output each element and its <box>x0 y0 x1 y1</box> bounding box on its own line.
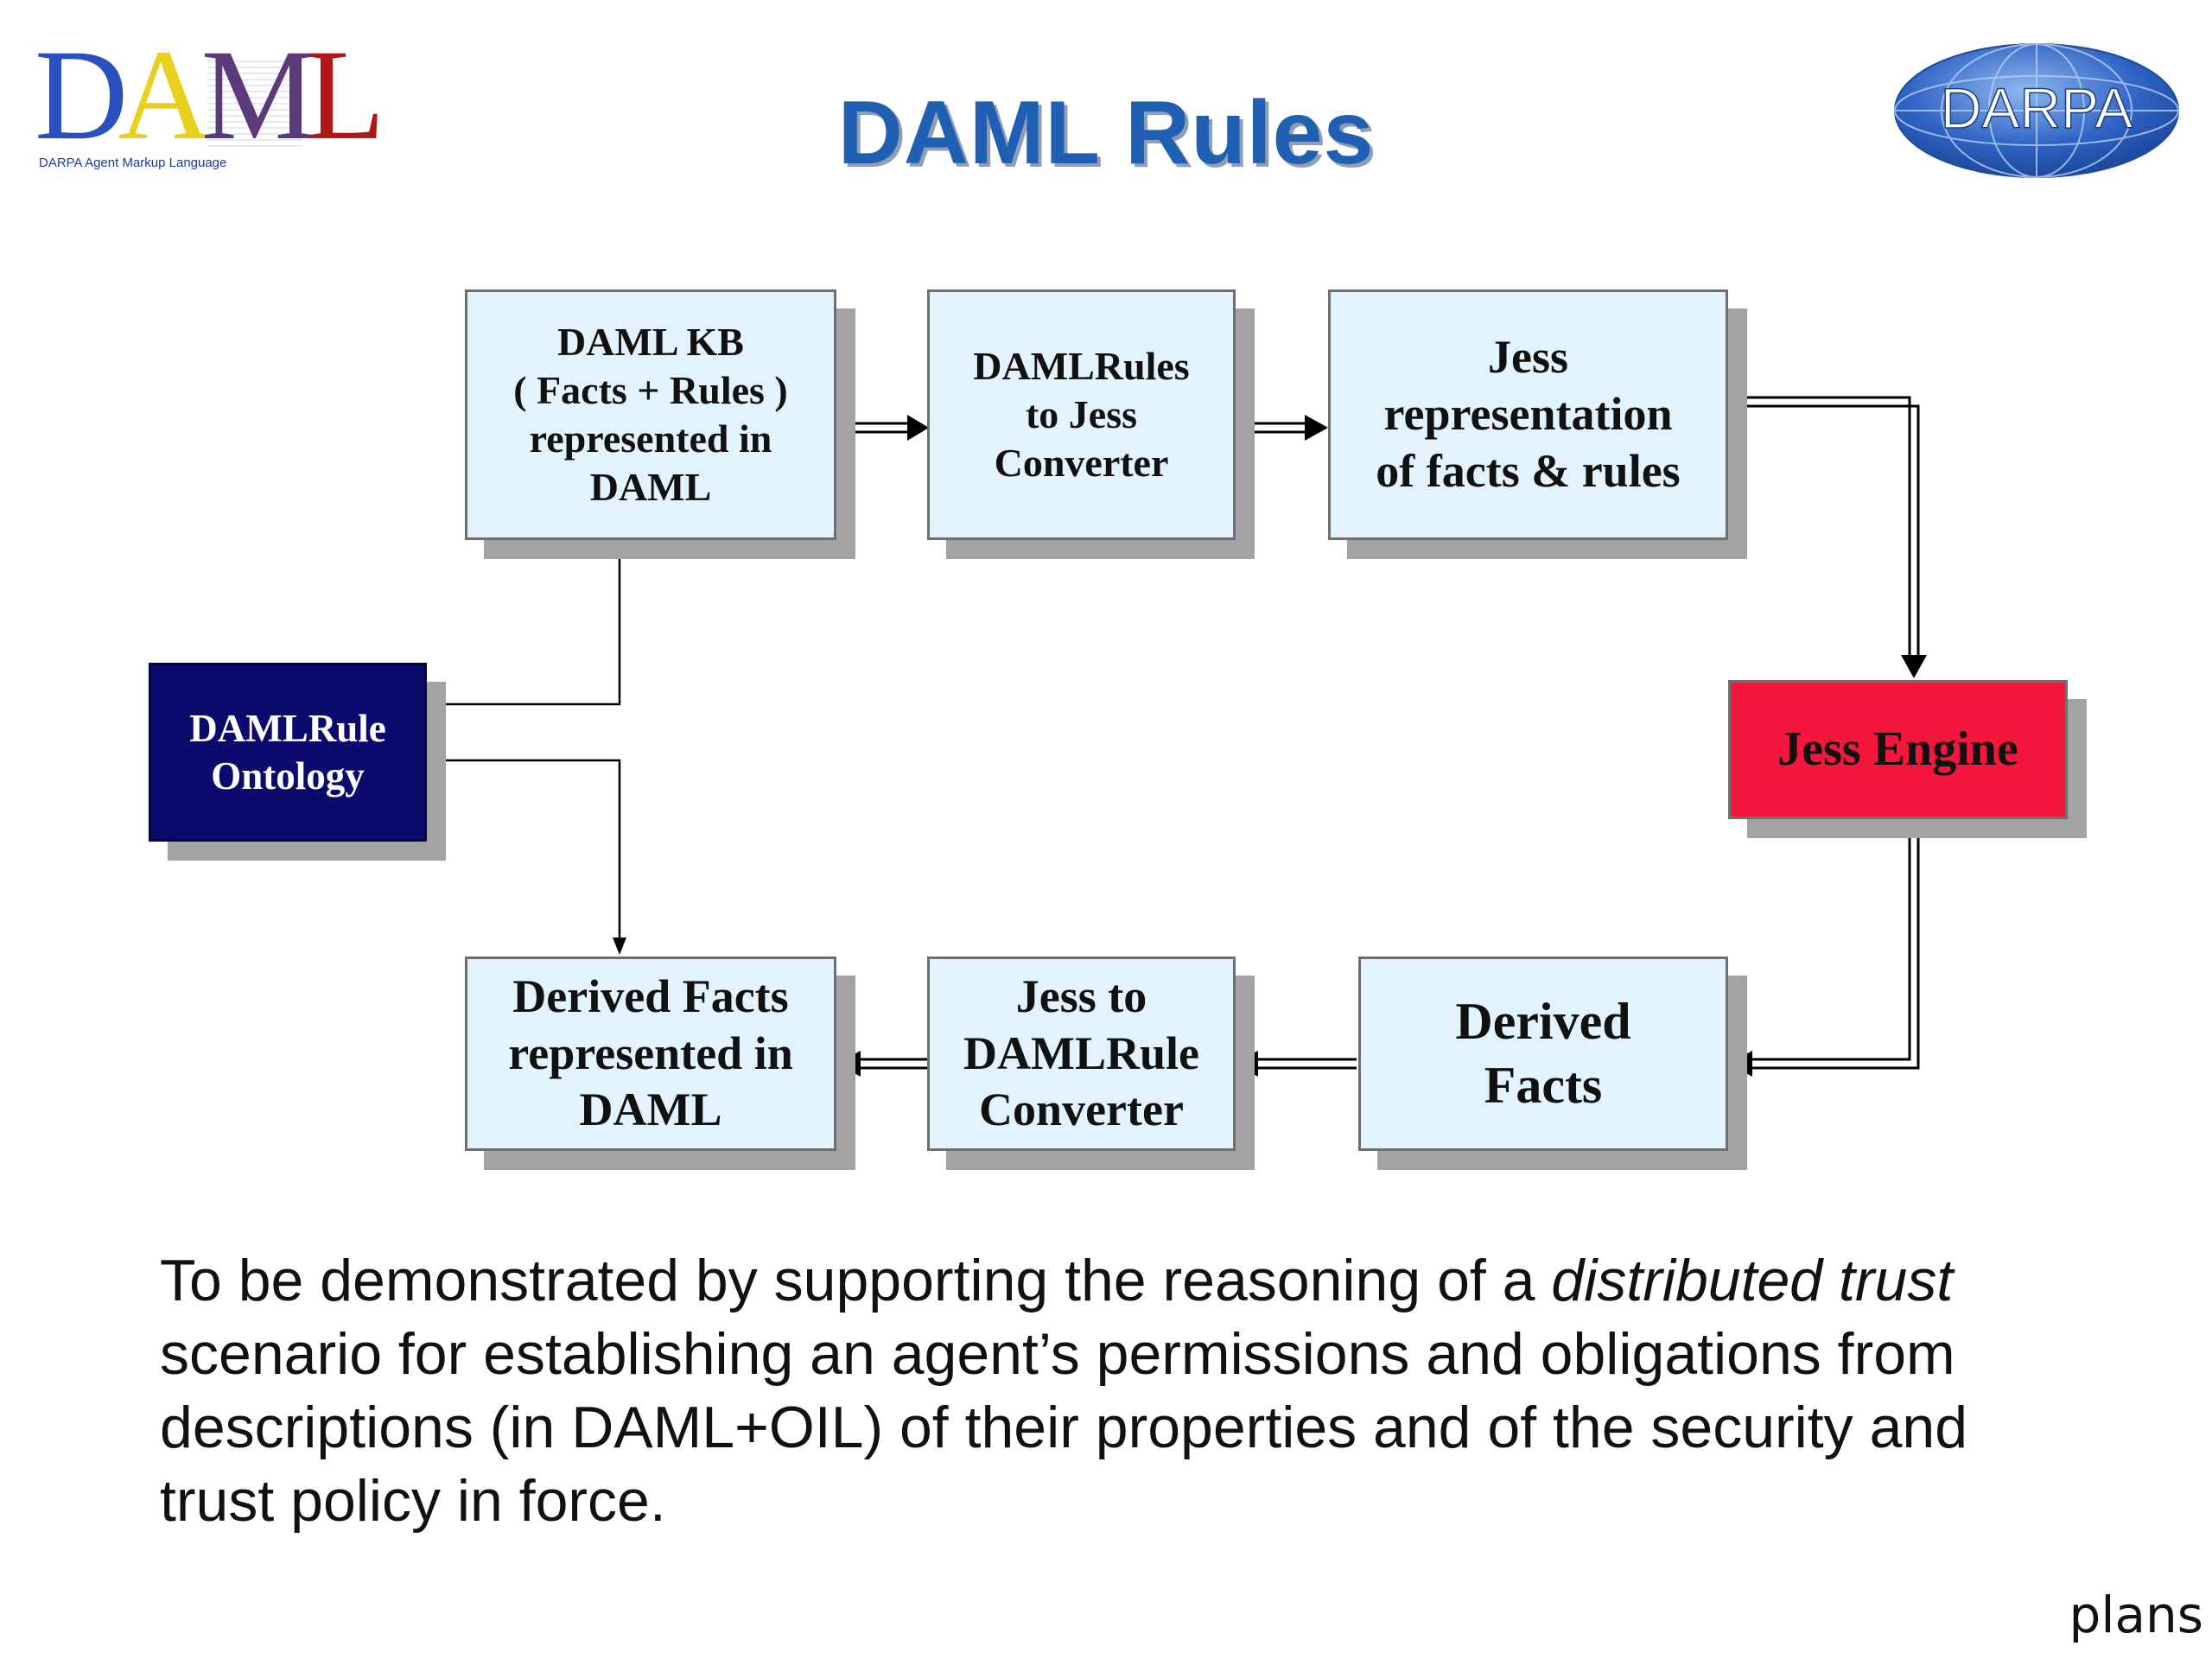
daml-logo-tagline: DARPA Agent Markup Language <box>39 156 227 170</box>
damlrule-ontology-box: DAMLRule Ontology <box>149 663 427 842</box>
daml-logo-letters: DAML <box>35 23 385 167</box>
footer-label: plans <box>2069 1586 2203 1644</box>
arrow-converter-to-jess-rep <box>1236 415 1328 441</box>
damlrules-to-jess-converter-box: DAMLRules to Jess Converter <box>927 289 1236 540</box>
daml-logo: DAML DARPA Agent Markup Language <box>35 30 385 177</box>
arrow-derived-to-converter <box>1234 1051 1357 1077</box>
logo-letter-a: A <box>118 23 211 167</box>
derived-facts-daml-box: Derived Facts represented in DAML <box>465 957 836 1151</box>
arrow-converter-to-derived-daml <box>836 1051 929 1077</box>
slide-title: DAML Rules <box>837 83 1375 183</box>
arrow-ontology-to-kb <box>423 540 626 706</box>
arrow-jess-rep-to-engine <box>1728 396 1927 678</box>
derived-facts-box: Derived Facts <box>1358 957 1728 1151</box>
logo-letter-l: L <box>306 23 385 167</box>
description-text-end: scenario for establishing an agent’s per… <box>160 1321 1968 1534</box>
description-text-start: To be demonstrated by supporting the rea… <box>160 1248 1552 1313</box>
jess-representation-box: Jess representation of facts & rules <box>1328 289 1728 540</box>
darpa-globe-logo: DARPA <box>1894 43 2179 178</box>
description-paragraph: To be demonstrated by supporting the rea… <box>160 1244 2095 1538</box>
jess-to-damlrule-converter-box: Jess to DAMLRule Converter <box>927 957 1236 1151</box>
jess-engine-box: Jess Engine <box>1728 680 2068 819</box>
darpa-logo-text: DARPA <box>1941 76 2133 140</box>
arrow-ontology-to-derived-daml <box>423 759 626 955</box>
logo-grid-decoration <box>207 60 302 147</box>
arrow-kb-to-converter <box>836 415 929 441</box>
logo-letter-m: M <box>200 23 316 167</box>
daml-kb-box: DAML KB ( Facts + Rules ) represented in… <box>465 289 836 540</box>
logo-letter-d: D <box>35 23 128 167</box>
arrow-engine-to-derived-facts <box>1728 819 1920 1077</box>
description-emphasis: distributed trust <box>1551 1248 1954 1313</box>
